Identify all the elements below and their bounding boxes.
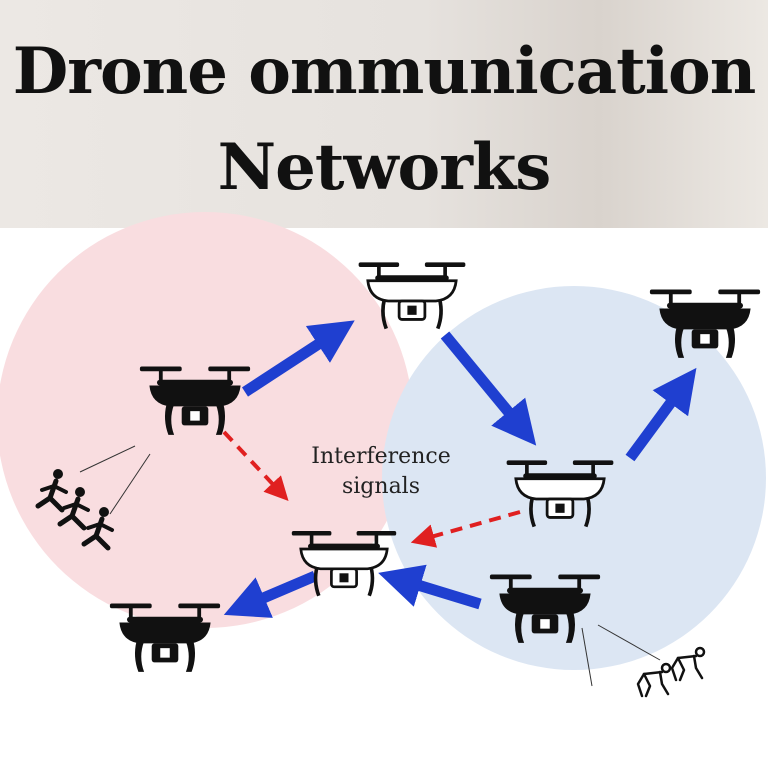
interference-label: Interference signals bbox=[286, 442, 476, 502]
link-arrow-4 bbox=[223, 570, 318, 618]
interference-label-line-1: Interference bbox=[311, 444, 451, 469]
link-arrow-1 bbox=[241, 320, 355, 397]
drone-icon bbox=[109, 603, 221, 672]
link-arrow-5 bbox=[378, 564, 482, 610]
connector-line bbox=[79, 445, 136, 473]
crawling-people-icon bbox=[636, 646, 706, 698]
connector-line bbox=[597, 624, 661, 661]
interference-label-line-2: signals bbox=[341, 474, 421, 499]
drone-icon bbox=[489, 574, 601, 643]
link-arrow-3 bbox=[625, 367, 697, 462]
interference-arrow-2 bbox=[410, 510, 521, 548]
interference-arrow-1 bbox=[222, 430, 289, 502]
diagram-title-line-1: Drone ommunication bbox=[12, 34, 756, 109]
connector-line bbox=[581, 627, 593, 687]
running-people-icon bbox=[35, 469, 114, 551]
diagram-title-line-2: Networks bbox=[217, 130, 552, 205]
connector-line bbox=[109, 453, 151, 515]
drone-icon bbox=[139, 366, 251, 435]
link-arrow-2 bbox=[440, 331, 537, 446]
title-banner: Drone ommunication Networks bbox=[0, 0, 768, 228]
drone-icon bbox=[649, 289, 761, 358]
